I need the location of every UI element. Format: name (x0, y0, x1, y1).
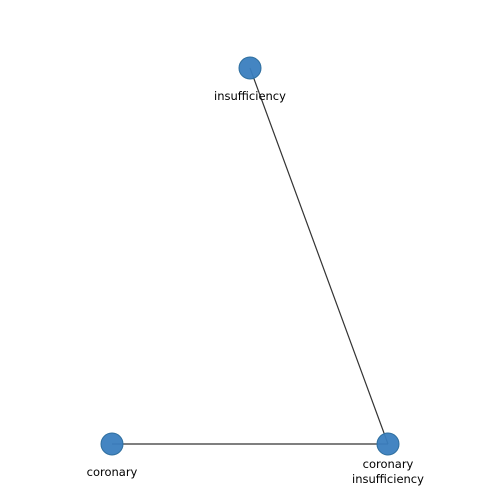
node-circle (100, 432, 124, 456)
node-coronary: coronary (87, 432, 138, 479)
node-circle (376, 432, 400, 456)
node-label: coronary (87, 465, 138, 479)
node-label: insufficiency (352, 472, 424, 486)
edge-insufficiency-to-coronary-insufficiency (249, 67, 389, 445)
edges-layer (112, 67, 389, 445)
node-label: insufficiency (214, 89, 286, 103)
node-circle (238, 56, 262, 80)
node-insufficiency: insufficiency (214, 56, 286, 103)
nodes-layer: insufficiencycoronarycoronaryinsufficien… (87, 56, 424, 486)
node-label: coronary (363, 457, 414, 471)
